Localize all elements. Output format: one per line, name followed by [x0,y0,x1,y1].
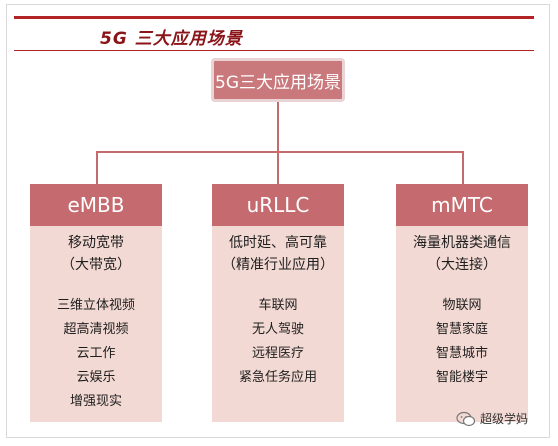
column-mmtc-subtitle-2: （大连接） [427,257,497,273]
figure-frame [6,4,550,438]
column-urllc-subtitle-1: 低时延、高可靠 [229,235,327,251]
connector-col2 [277,151,279,184]
list-item: 超高清视频 [63,322,129,337]
column-embb-subtitle-2: （大带宽） [61,257,131,273]
column-urllc-name: uRLLC [246,193,310,217]
watermark-text: 超级学妈 [480,412,529,426]
connector-root-down [277,102,279,152]
list-item: 紧急任务应用 [238,370,317,385]
title-rule [14,50,534,51]
connector-col3 [462,151,464,184]
column-urllc-body: 低时延、高可靠 （精准行业应用） 车联网 无人驾驶 远程医疗 紧急任务应用 [212,226,344,390]
column-embb: eMBB 移动宽带 （大带宽） 三维立体视频 超高清视频 云工作 云娱乐 增强现… [30,184,162,422]
root-node-label: 5G三大应用场景 [215,72,341,93]
list-item: 物联网 [442,298,482,313]
list-item: 智慧家庭 [435,322,488,337]
list-item: 车联网 [258,298,298,313]
watermark: 超级学妈 [456,410,528,427]
column-mmtc-name: mMTC [431,193,493,217]
column-mmtc: mMTC 海量机器类通信 （大连接） 物联网 智慧家庭 智慧城市 智能楼宇 [396,184,528,422]
list-item: 三维立体视频 [56,298,135,313]
column-embb-body: 移动宽带 （大带宽） 三维立体视频 超高清视频 云工作 云娱乐 增强现实 [30,226,162,414]
list-item: 智慧城市 [435,346,488,361]
wechat-icon [456,411,476,426]
column-embb-name: eMBB [67,193,125,217]
column-urllc-subtitle-2: （精准行业应用） [222,257,334,273]
list-item: 云工作 [76,346,116,361]
column-embb-header: eMBB [30,184,162,226]
column-urllc-header: uRLLC [212,184,344,226]
connector-col1 [96,151,98,184]
connector-horizontal [96,151,464,153]
list-item: 远程医疗 [251,346,304,361]
list-item: 智能楼宇 [435,370,488,385]
list-item: 增强现实 [69,394,122,409]
figure-title: 5G 三大应用场景 [100,29,243,49]
list-item: 无人驾驶 [251,322,304,337]
column-urllc: uRLLC 低时延、高可靠 （精准行业应用） 车联网 无人驾驶 远程医疗 紧急任… [212,184,344,422]
column-mmtc-header: mMTC [396,184,528,226]
root-node: 5G三大应用场景 [211,58,345,102]
list-item: 云娱乐 [76,370,116,385]
column-mmtc-subtitle-1: 海量机器类通信 [413,235,511,251]
top-rule [14,16,534,19]
column-embb-subtitle-1: 移动宽带 [68,235,124,251]
column-mmtc-body: 海量机器类通信 （大连接） 物联网 智慧家庭 智慧城市 智能楼宇 [396,226,528,390]
